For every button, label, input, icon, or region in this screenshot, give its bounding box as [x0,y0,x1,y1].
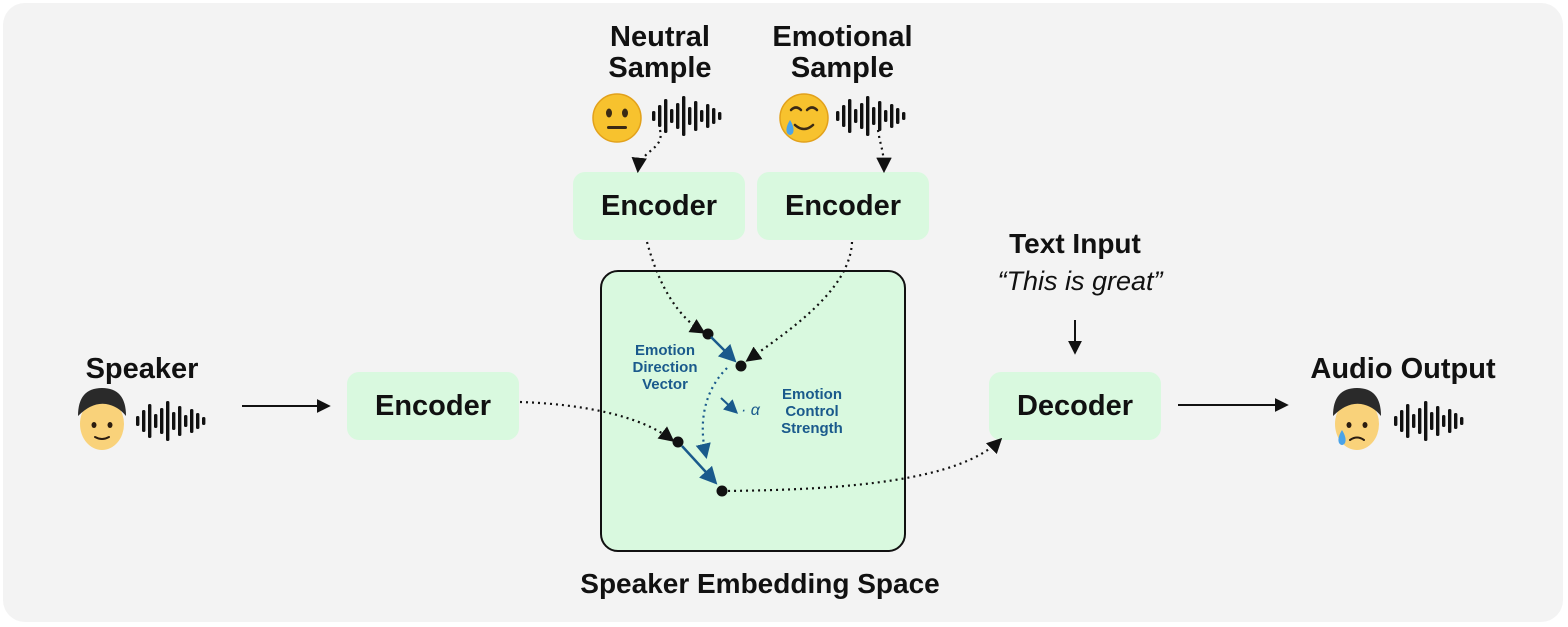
neutral-embedding-point [702,328,714,340]
waveform-bar [1424,401,1428,441]
waveform-bar [136,416,140,426]
encoder-speaker-box: Encoder [347,372,519,440]
waveform-icon [836,96,906,136]
waveform-bar [848,99,852,133]
speaker-embedding-point [672,436,684,448]
waveform-bar [172,412,176,430]
emotional-sample-to-encoder-arrow [876,129,892,174]
text-input-title: Text Input [1009,228,1141,259]
alpha-label: · α [741,402,760,419]
audio-output-label: Audio Output [1310,353,1496,385]
emotion-control-strength-label: Emotion Control Strength [781,386,843,437]
waveform-icon [652,96,722,136]
waveform-bar [1400,410,1404,432]
waveform-bar [154,414,158,428]
speaker-embedding-space-box [600,270,906,552]
waveform-bar [854,109,858,123]
waveform-bar [884,110,888,122]
encoder-emotional-box: Encoder [757,172,929,240]
waveform-bar [190,409,194,433]
alpha-scale-arrow [720,397,739,414]
waveform-bar [1436,406,1440,436]
neutral-sample-to-encoder-arrow [631,129,662,174]
scaled-emotion-vector [681,445,718,485]
waveform-icon [1394,401,1464,441]
waveform-bar [142,410,146,432]
waveform-bar [178,406,182,436]
waveform-bar [878,101,882,131]
waveform-bar [1394,416,1398,426]
emotional-sample-title: Emotional Sample [772,21,913,84]
waveform-bar [836,111,840,121]
waveform-bar [1412,414,1416,428]
speaker-avatar-icon [78,388,126,450]
waveform-bar [202,417,206,425]
emotion-direction-vector-label: Emotion Direction Vector [632,342,698,393]
waveform-bar [196,413,200,429]
waveform-bar [1448,409,1452,433]
waveform-bar [166,401,170,441]
waveform-bar [896,108,900,124]
vector-transfer-arrow [695,367,728,460]
waveform-bar [1442,415,1446,427]
waveform-bar [694,101,698,131]
emotion-direction-vector [710,336,737,363]
waveform-bar [866,96,870,136]
waveform-bar [1406,404,1410,438]
waveform-bar [664,99,668,133]
waveform-bar [718,112,722,120]
decoder-box: Decoder [989,372,1161,440]
waveform-bar [890,104,894,128]
waveform-bar [1418,408,1422,434]
speaker-label: Speaker [85,353,199,385]
waveform-bar [670,109,674,123]
text-input-value: “This is great” [997,266,1163,296]
waveform-bar [652,111,656,121]
waveform-bar [902,112,906,120]
waveform-bar [700,110,704,122]
shifted-embedding-point [716,485,728,497]
waveform-bar [688,107,692,125]
waveform-icon [136,401,206,441]
encoder-neutral-box: Encoder [573,172,745,240]
embedding-to-decoder-arrow [721,437,1003,493]
waveform-bar [1460,417,1464,425]
neutral-encoder-to-embedding-arrow [645,241,706,334]
waveform-bar [682,96,686,136]
waveform-bar [184,415,188,427]
smiling-face-with-tear-icon [779,93,829,143]
waveform-bar [842,105,846,127]
waveform-bar [160,408,164,434]
waveform-bar [712,108,716,124]
waveform-bar [706,104,710,128]
emotional-encoder-to-embedding-arrow [745,241,854,362]
neutral-sample-title: Neutral Sample [608,21,712,84]
waveform-bar [860,103,864,129]
neutral-face-icon [592,93,642,143]
waveform-bar [658,105,662,127]
speaker-encoder-to-embedding-arrow [519,400,675,442]
waveform-bar [148,404,152,438]
waveform-bar [1454,413,1458,429]
crying-avatar-icon [1333,388,1381,450]
waveform-bar [1430,412,1434,430]
waveform-bar [872,107,876,125]
waveform-bar [676,103,680,129]
emotional-embedding-point [735,360,747,372]
embedding-space-label: Speaker Embedding Space [580,568,940,599]
